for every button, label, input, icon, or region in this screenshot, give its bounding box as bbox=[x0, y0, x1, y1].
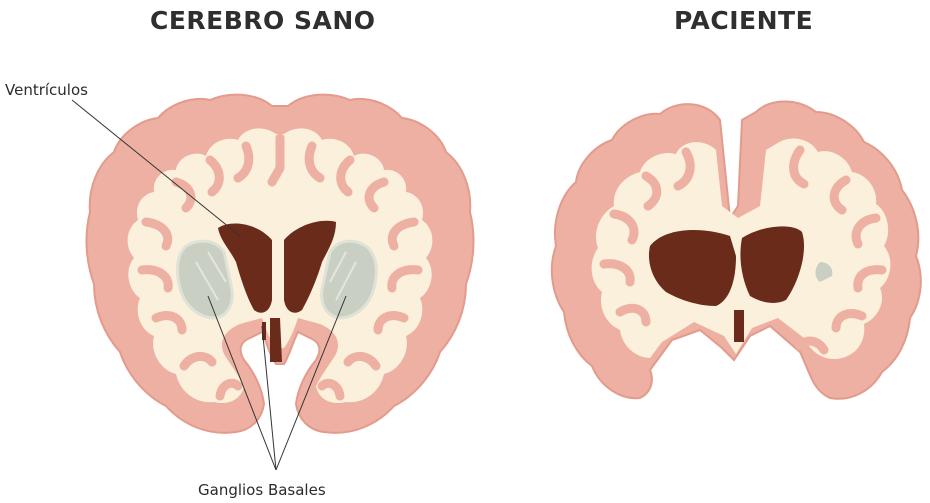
basal-ganglia-label: Ganglios Basales bbox=[198, 481, 326, 499]
ventricles-label: Ventrículos bbox=[5, 81, 88, 99]
healthy-third-ventricle bbox=[270, 318, 282, 362]
healthy-brain bbox=[87, 95, 474, 433]
patient-third-ventricle bbox=[734, 310, 744, 342]
patient-brain bbox=[552, 102, 921, 399]
